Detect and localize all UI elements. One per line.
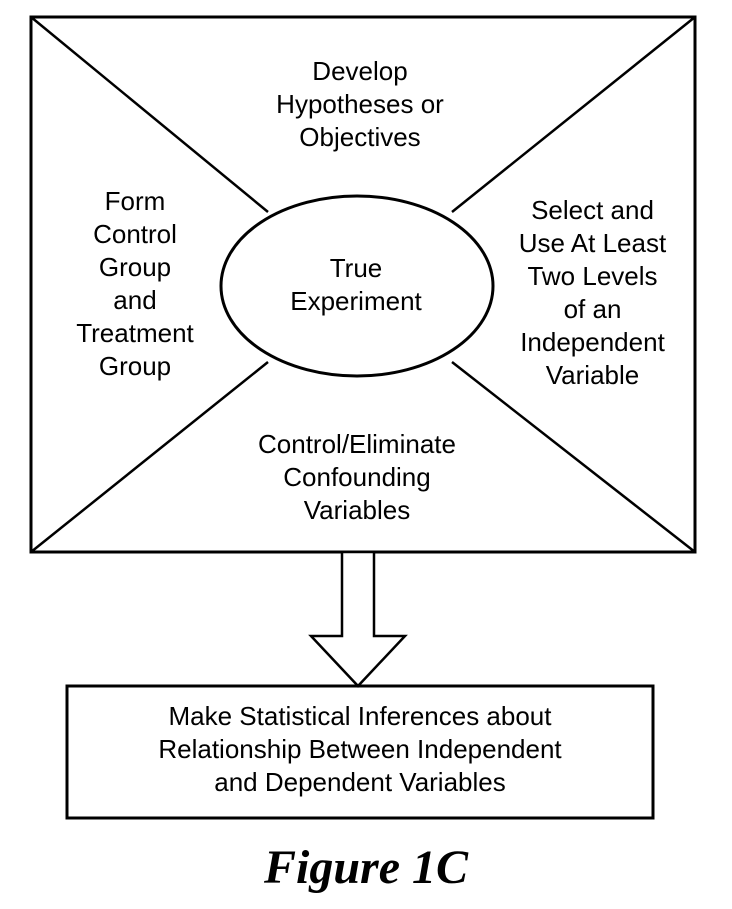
down-arrow [311,552,405,686]
label-center: True Experiment [250,252,462,318]
label-left: Form Control Group and Treatment Group [40,185,230,383]
result-text: Make Statistical Inferences about Relati… [70,700,650,799]
figure-caption: Figure 1C [0,838,732,898]
label-bottom: Control/Eliminate Confounding Variables [207,428,507,527]
label-right: Select and Use At Least Two Levels of an… [490,194,695,392]
label-top: Develop Hypotheses or Objectives [230,55,490,154]
